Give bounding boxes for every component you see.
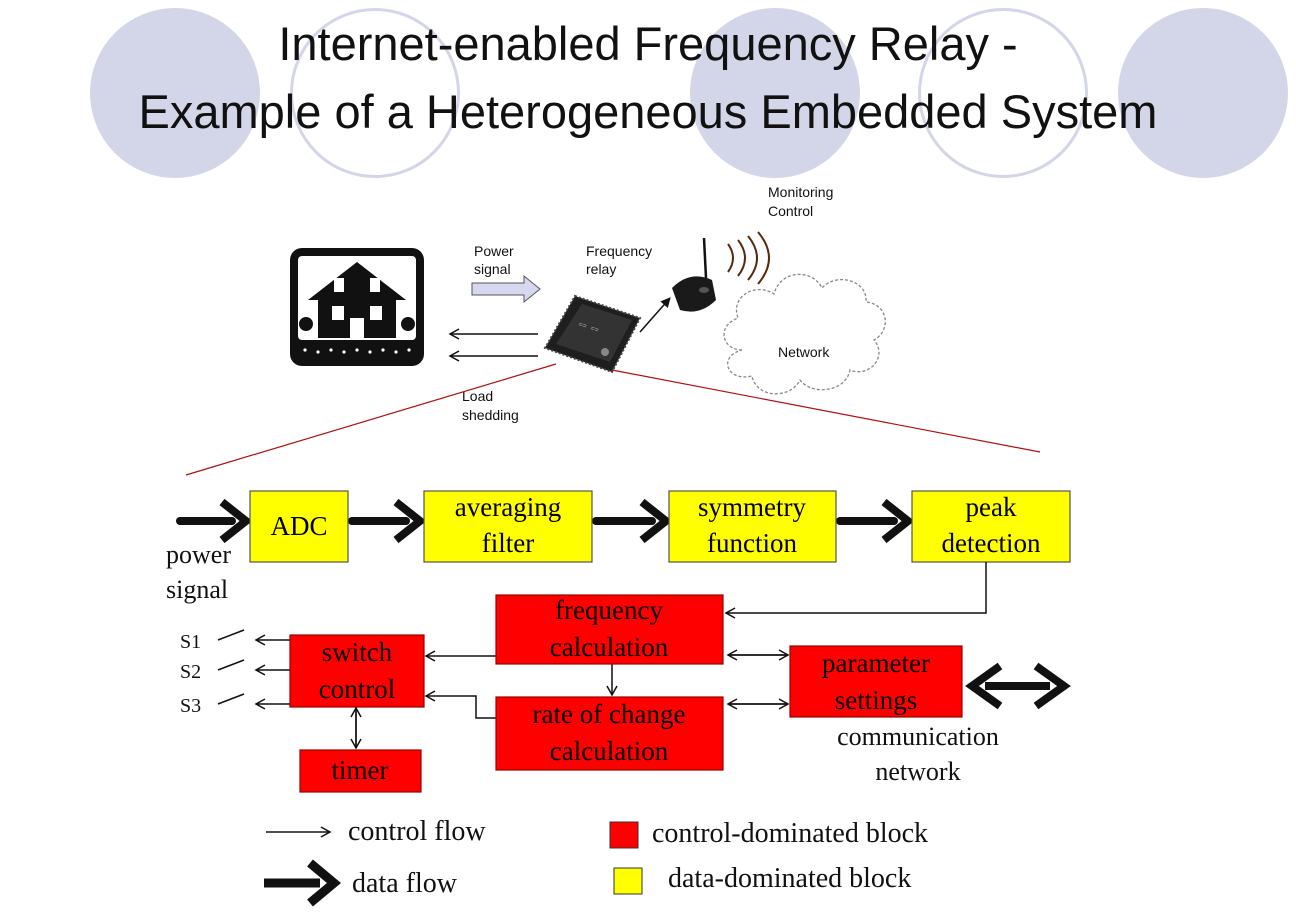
parameter-settings-label-1: parameter bbox=[822, 648, 930, 678]
power-signal-text-1: power bbox=[166, 540, 231, 569]
communication-network-label-1: communication bbox=[837, 722, 999, 751]
monitoring-label: Monitoring bbox=[768, 184, 833, 200]
legend-data-block-label: data-dominated block bbox=[668, 863, 911, 894]
switch-s2-label: S2 bbox=[180, 661, 201, 683]
decor-circle-3 bbox=[1118, 8, 1288, 178]
rate-of-change-label-1: rate of change bbox=[533, 699, 686, 729]
slide-title-line-1: Internet-enabled Frequency Relay - bbox=[278, 17, 1018, 70]
power-signal-text-2: signal bbox=[166, 575, 228, 604]
rate-of-change-label-2: calculation bbox=[550, 736, 669, 766]
decor-ring-1 bbox=[290, 8, 460, 178]
decor-circle-1 bbox=[90, 8, 260, 178]
wireless-modem-icon bbox=[672, 231, 770, 312]
timer-block bbox=[299, 749, 422, 793]
peak-detection-label-2: detection bbox=[942, 528, 1041, 558]
switch-s3-label: S3 bbox=[180, 695, 201, 717]
slide-title-line-2: Example of a Heterogeneous Embedded Syst… bbox=[138, 85, 1158, 138]
load-shedding-label-1: Load bbox=[462, 388, 493, 404]
legend-data-flow-label: data flow bbox=[352, 868, 458, 899]
peak-detection-label-1: peak bbox=[966, 492, 1017, 522]
switch-control-label-2: control bbox=[319, 674, 395, 704]
averaging-filter-label-2: filter bbox=[482, 528, 534, 558]
load-shedding-label-2: shedding bbox=[462, 407, 519, 423]
power-signal-arrow-icon bbox=[471, 274, 541, 304]
house-icon bbox=[290, 248, 424, 366]
decor-circle-2 bbox=[690, 8, 860, 178]
symmetry-function-label-2: function bbox=[707, 528, 797, 558]
control-label: Control bbox=[768, 203, 813, 219]
peak-detection-block bbox=[911, 490, 1071, 563]
averaging-filter-block bbox=[423, 490, 593, 563]
power-signal-label-2: signal bbox=[474, 261, 511, 277]
legend-control-flow-label: control flow bbox=[348, 816, 486, 847]
communication-double-arrow-icon bbox=[965, 662, 1071, 710]
timer-label: timer bbox=[332, 755, 389, 785]
legend-data-block-swatch bbox=[613, 867, 643, 895]
parameter-settings-label-2: settings bbox=[835, 685, 918, 715]
frequency-calculation-block bbox=[495, 594, 724, 665]
frequency-calculation-label-1: frequency bbox=[555, 595, 663, 625]
frequency-relay-chip-icon: == == bbox=[543, 294, 642, 374]
switch-control-block bbox=[289, 634, 425, 708]
network-cloud-icon bbox=[723, 273, 886, 395]
rate-of-change-block bbox=[495, 696, 724, 771]
legend-data-flow-arrow-icon bbox=[264, 859, 342, 907]
parameter-settings-block bbox=[789, 645, 963, 718]
network-label: Network bbox=[778, 344, 830, 360]
frequency-calculation-label-2: calculation bbox=[550, 632, 669, 662]
legend-control-block-swatch bbox=[609, 821, 639, 849]
legend-control-block-label: control-dominated block bbox=[652, 818, 928, 849]
symmetry-function-label-1: symmetry bbox=[698, 492, 806, 522]
averaging-filter-label-1: averaging bbox=[455, 492, 561, 522]
adc-label: ADC bbox=[270, 511, 327, 541]
symmetry-function-block bbox=[668, 490, 837, 563]
adc-block bbox=[249, 490, 349, 563]
power-signal-label-1: Power bbox=[474, 243, 514, 259]
frequency-relay-label-2: relay bbox=[586, 261, 616, 277]
frequency-relay-label-1: Frequency bbox=[586, 243, 652, 259]
switch-control-label-1: switch bbox=[322, 637, 393, 667]
switch-s1-label: S1 bbox=[180, 631, 201, 653]
decor-ring-2 bbox=[918, 8, 1088, 178]
communication-network-label-2: network bbox=[875, 757, 960, 786]
